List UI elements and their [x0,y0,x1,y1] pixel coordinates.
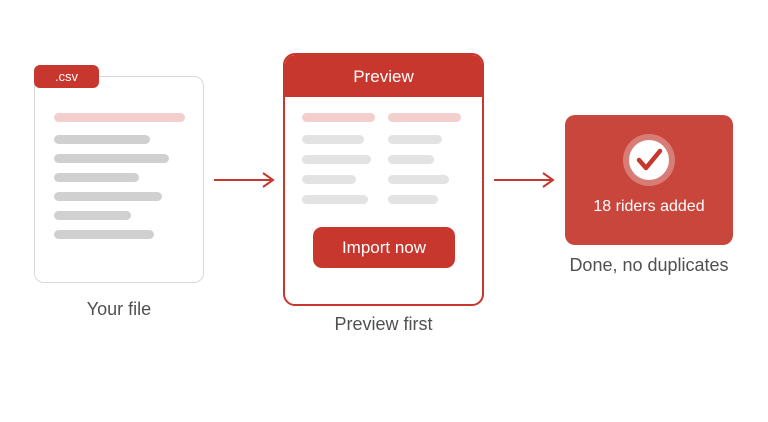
file-caption: Your file [86,299,152,319]
success-message: 18 riders added [593,198,705,215]
file-header-line [54,113,185,122]
file-line [54,173,139,182]
preview-caption: Preview first [334,314,433,334]
preview-cell [388,195,438,204]
done-caption: Done, no duplicates [569,255,729,275]
preview-card: Preview [283,53,484,306]
check-circle-icon [623,134,675,186]
file-line [54,230,154,239]
arrow-right-icon [494,172,555,188]
preview-header: Preview [285,55,482,97]
preview-column-header [388,113,461,122]
preview-cell [302,155,371,164]
preview-column-header [302,113,375,122]
csv-tag: .csv [34,65,99,88]
import-now-button[interactable]: Import now [313,227,455,268]
preview-cell [302,135,364,144]
preview-cell [388,155,434,164]
preview-cell [302,175,356,184]
file-line [54,154,169,163]
file-line [54,192,162,201]
file-line [54,135,150,144]
file-card [34,76,204,283]
preview-cell [302,195,368,204]
preview-cell [388,175,449,184]
preview-cell [388,135,442,144]
file-line [54,211,131,220]
arrow-right-icon [214,172,275,188]
